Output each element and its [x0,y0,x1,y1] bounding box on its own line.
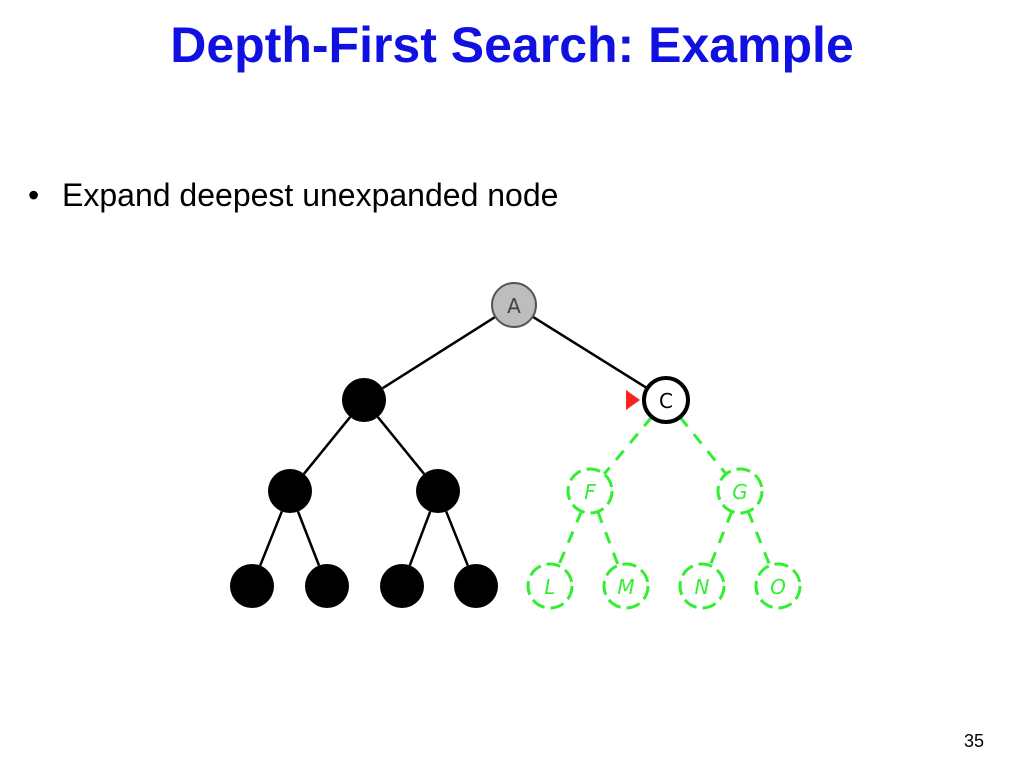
edge-B-E [376,416,426,475]
edge-C-G [678,416,728,475]
node-circle-i [305,564,349,608]
node-circle-l [526,562,574,610]
tree-node-n: N [678,562,726,610]
edge-G-N [708,510,734,567]
nodes-layer: A C F G L M N O [230,282,802,610]
edge-B-D [302,416,352,475]
node-circle-n [678,562,726,610]
tree-node-g: G [716,467,764,515]
node-circle-k [454,564,498,608]
edge-G-O [746,510,772,567]
bullet-text: Expand deepest unexpanded node [62,177,559,213]
edge-D-I [296,511,321,566]
node-circle-b [342,378,386,422]
bullet-glyph: • [28,177,40,213]
tree-node-j [380,564,424,608]
node-label-l: L [544,575,555,599]
tree-node-a: A [491,282,537,328]
current-node-marker-icon [626,390,640,410]
edge-A-B [381,315,497,390]
tree-node-i [305,564,349,608]
node-circle-c [642,376,690,424]
edge-D-H [259,510,283,567]
tree-node-c: C [626,376,690,424]
tree-node-b [342,378,386,422]
edge-E-K [445,510,469,567]
tree-node-h [230,564,274,608]
tree-node-e [416,469,460,513]
tree-node-o: O [754,562,802,610]
node-label-o: O [770,575,786,599]
slide-number: 35 [963,731,984,751]
node-circle-o [754,562,802,610]
bullet-list: • Expand deepest unexpanded node [28,176,558,214]
node-circle-f [566,467,614,515]
edge-A-C [531,315,649,390]
edge-F-M [596,511,620,566]
tree-node-l: L [526,562,574,610]
node-circle-j [380,564,424,608]
tree-node-k [454,564,498,608]
bullet-item: • Expand deepest unexpanded node [28,176,558,214]
node-label-f: F [584,480,596,504]
edge-C-F [602,415,654,476]
tree-node-f: F [566,467,614,515]
tree-node-m: M [602,562,650,610]
tree-node-d [268,469,312,513]
node-circle-m [602,562,650,610]
node-circle-e [416,469,460,513]
node-label-m: M [617,575,634,599]
edges-layer [259,315,772,567]
node-circle-d [268,469,312,513]
node-circle-a [491,282,537,328]
node-label-g: G [732,480,748,504]
edge-F-L [557,510,583,567]
node-label-a: A [507,294,521,318]
slide-title: Depth-First Search: Example [170,17,854,73]
edge-E-J [408,511,432,566]
node-label-n: N [695,575,710,599]
node-circle-h [230,564,274,608]
node-label-c: C [659,389,673,413]
node-circle-g [716,467,764,515]
